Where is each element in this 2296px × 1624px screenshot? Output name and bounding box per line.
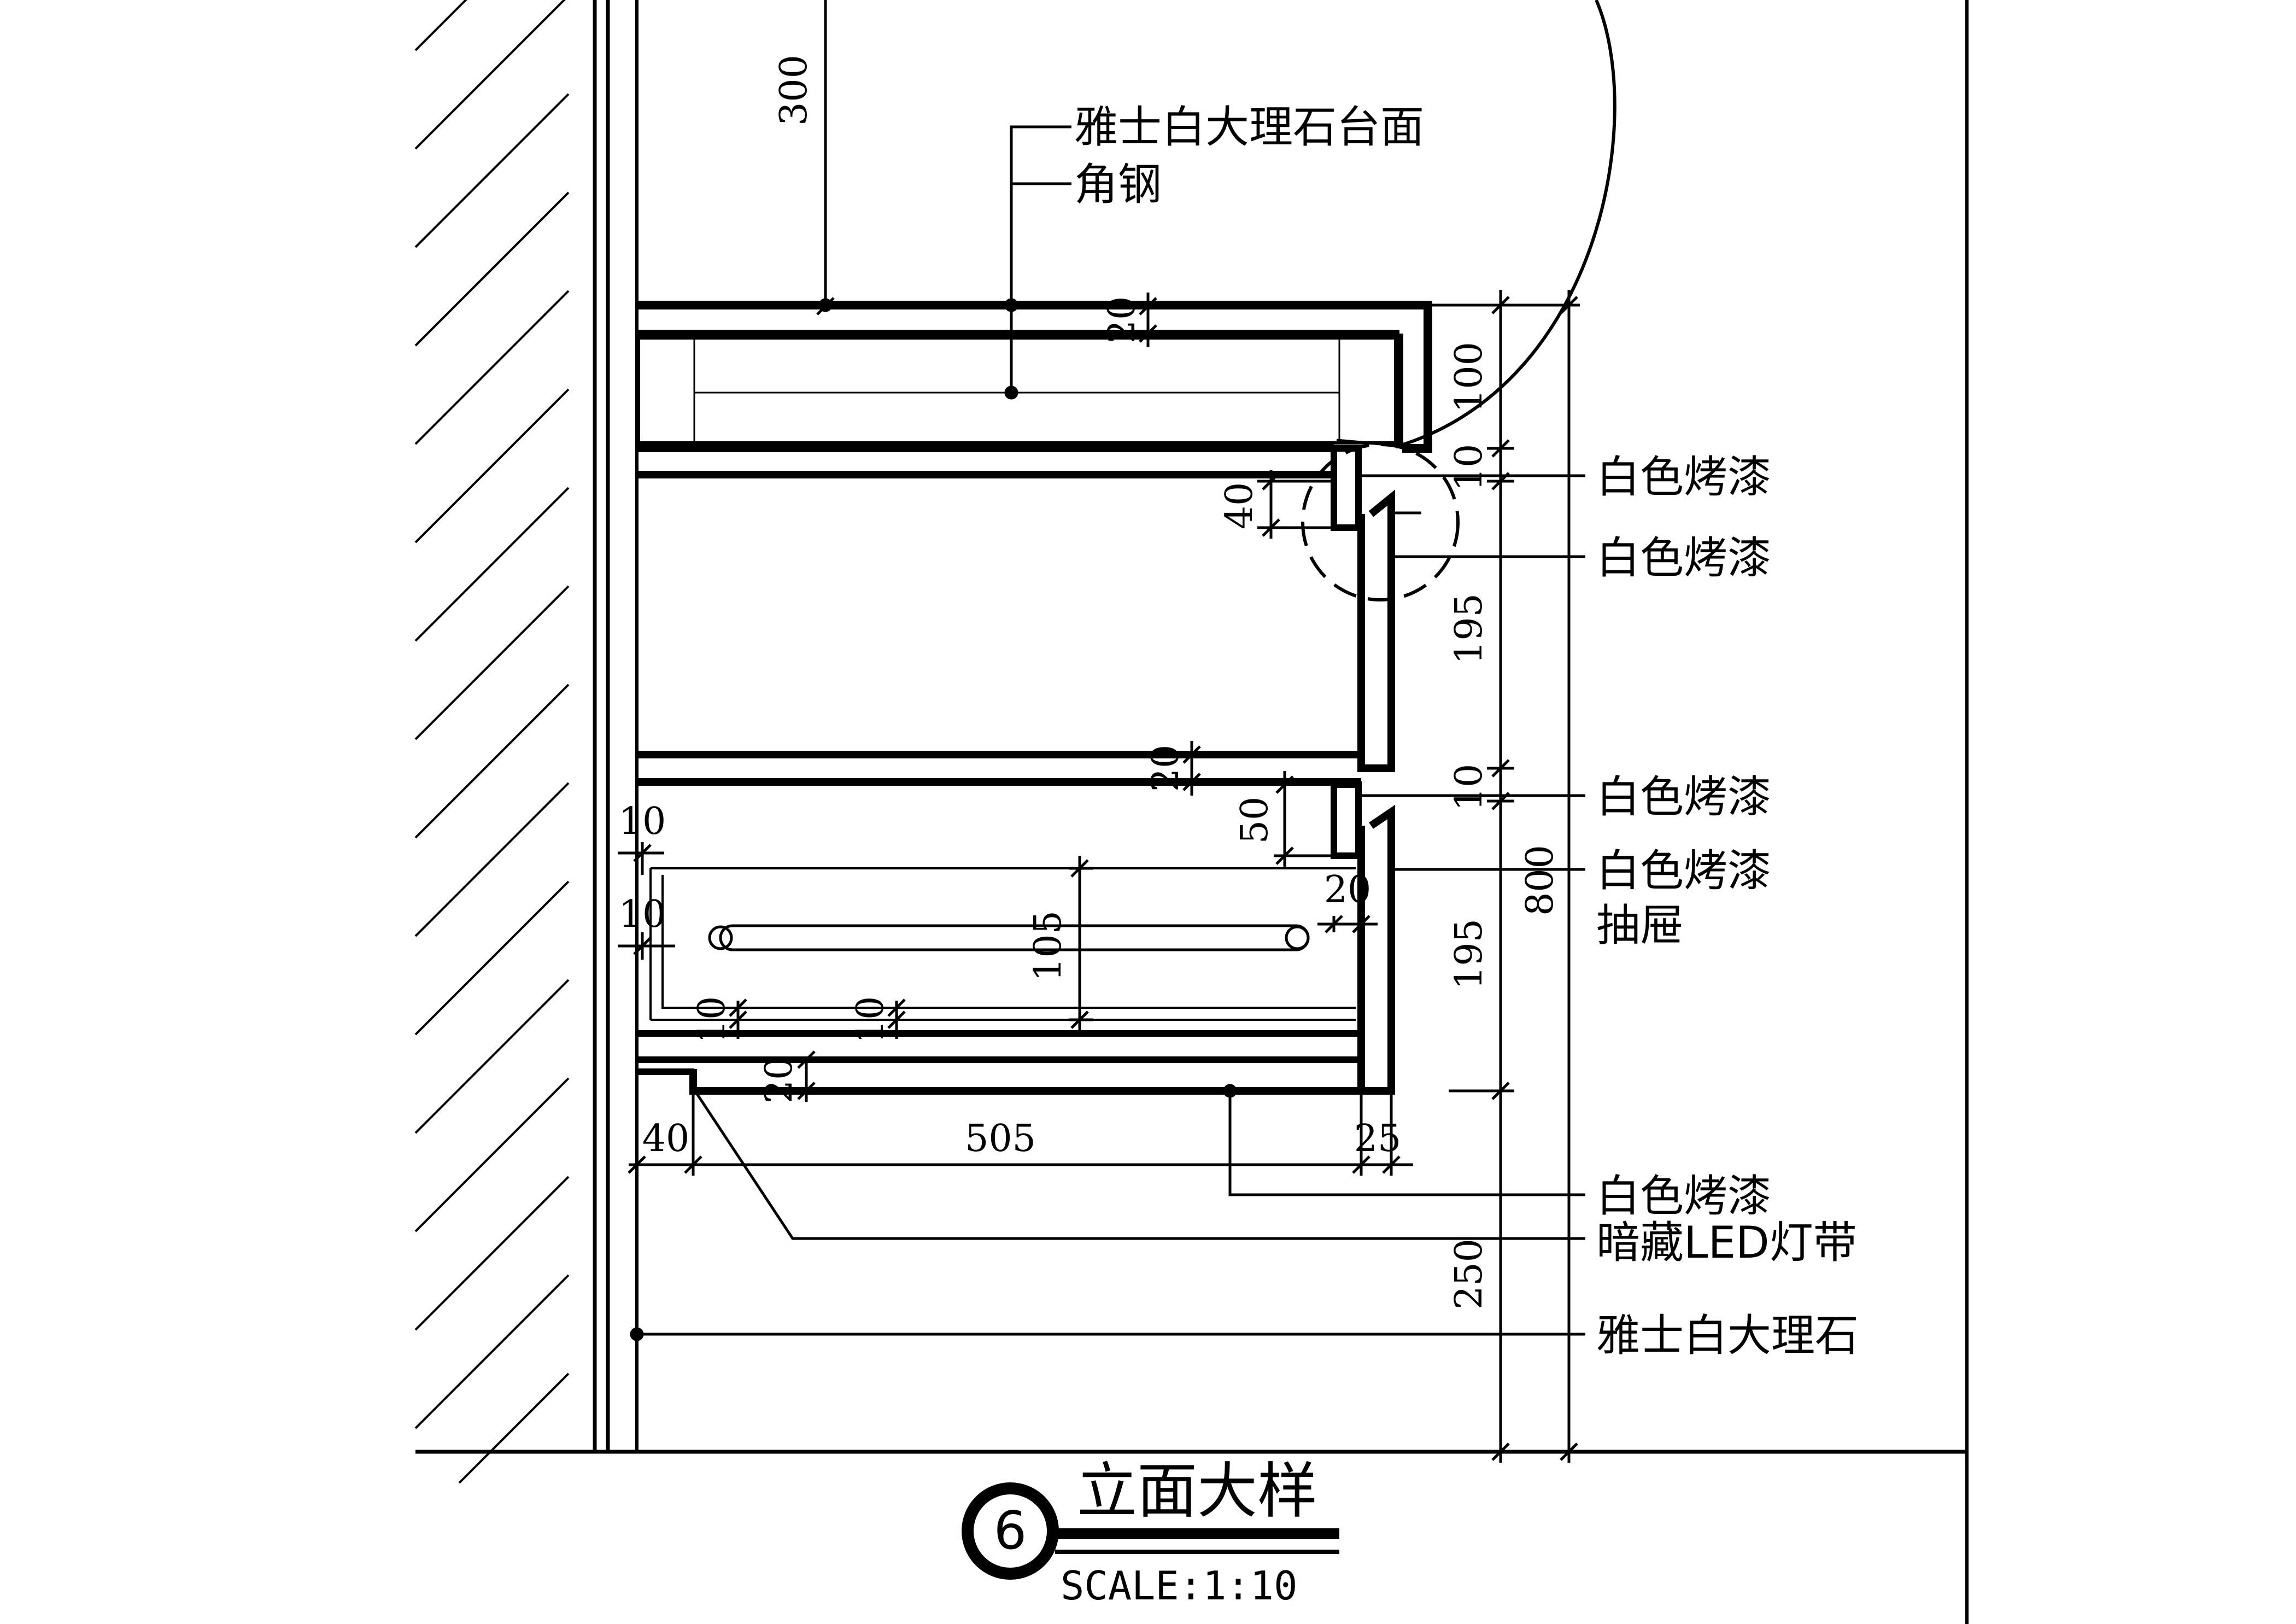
dim-195-b: 195 <box>1448 919 1491 990</box>
wall-lines <box>415 0 1969 1624</box>
dim-10-e: 10 <box>690 996 734 1044</box>
dim-250: 250 <box>1448 1239 1491 1310</box>
dim-10-c: 10 <box>619 800 666 843</box>
dim-20-mid: 20 <box>1144 745 1187 792</box>
lower-drawer <box>637 781 1395 1095</box>
dim-105: 105 <box>1027 910 1070 982</box>
dimension-texts: 300 20 100 10 40 195 20 10 50 800 10 10 … <box>619 55 1562 1310</box>
dim-800: 800 <box>1519 845 1562 916</box>
leader-lines <box>630 125 1585 1341</box>
material-labels: 雅士白大理石台面 角钢 白色烤漆 白色烤漆 白色烤漆 白色烤漆 抽屉 白色烤漆 … <box>1074 102 1859 1361</box>
label-white-paint-5: 白色烤漆 <box>1596 1171 1771 1222</box>
dim-40-bottom: 40 <box>642 1117 690 1160</box>
label-drawer: 抽屉 <box>1596 900 1684 951</box>
dim-300: 300 <box>772 55 816 126</box>
marble-countertop <box>637 301 1432 478</box>
dim-50: 50 <box>1233 797 1276 844</box>
detail-scale: SCALE:1:10 <box>1061 1563 1297 1609</box>
label-white-paint-2: 白色烤漆 <box>1596 533 1771 583</box>
dim-505: 505 <box>965 1117 1036 1160</box>
dim-10-d: 10 <box>619 893 666 936</box>
detail-number-circle <box>962 1482 1059 1580</box>
dim-20-top: 20 <box>1100 296 1144 344</box>
dim-25: 25 <box>1354 1117 1402 1160</box>
label-led-strip: 暗藏LED灯带 <box>1596 1217 1857 1268</box>
label-white-paint-3: 白色烤漆 <box>1596 772 1771 822</box>
detail-title: 立面大样 <box>1077 1456 1317 1526</box>
dim-20-bottom: 20 <box>758 1056 801 1104</box>
dimension-lines <box>618 0 1580 1463</box>
title-block: 6 立面大样 SCALE:1:10 <box>962 1456 1339 1609</box>
dim-100: 100 <box>1448 342 1491 413</box>
wall-hatch <box>414 0 570 1484</box>
dim-195-a: 195 <box>1448 593 1491 664</box>
dim-10-a: 10 <box>1448 444 1491 492</box>
label-marble: 雅士白大理石 <box>1596 1310 1859 1361</box>
dim-20-right: 20 <box>1324 868 1372 912</box>
label-angle-steel: 角钢 <box>1074 159 1162 210</box>
detail-number: 6 <box>994 1501 1027 1561</box>
label-white-paint-1: 白色烤漆 <box>1596 452 1771 503</box>
label-white-paint-4: 白色烤漆 <box>1596 845 1771 896</box>
upper-drawer <box>637 443 1460 786</box>
dim-10-b: 10 <box>1448 764 1491 811</box>
dim-40-left: 40 <box>1218 482 1261 530</box>
label-countertop: 雅士白大理石台面 <box>1074 102 1424 153</box>
dim-10-f: 10 <box>849 996 892 1044</box>
